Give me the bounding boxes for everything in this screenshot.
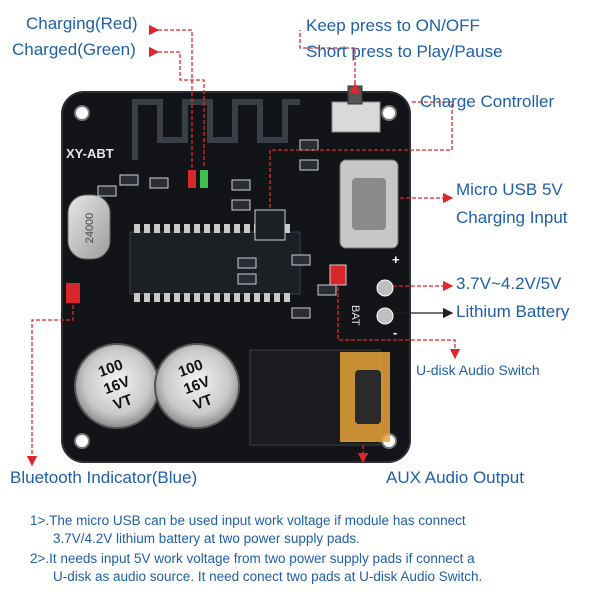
cap-left-brand: VT — [111, 391, 135, 414]
antenna-trace — [132, 99, 300, 160]
pad-plus-text: + — [392, 252, 400, 267]
power-switch — [331, 85, 381, 133]
charge-controller-label: Charge Controller — [420, 92, 555, 111]
micro-usb-port — [339, 159, 399, 249]
charge-controller-ic — [254, 209, 286, 241]
mounting-hole — [74, 105, 90, 121]
note-1-line-2: 3.7V/4.2V lithium battery at two power s… — [53, 531, 360, 546]
charging-led-red — [188, 170, 196, 188]
charged-green-label: Charged(Green) — [12, 40, 136, 59]
note-2-line-1: 2>.It needs input 5V work voltage from t… — [30, 551, 475, 566]
charging-red-label: Charging(Red) — [26, 14, 138, 33]
note-1-line-1: 1>.The micro USB can be used input work … — [30, 513, 466, 528]
capacitor-right: 100 16V VT — [154, 343, 240, 429]
battery-pads: + - BAT — [349, 252, 400, 340]
bat-text: BAT — [349, 305, 361, 326]
board-model-text: XY-ABT — [66, 146, 114, 161]
udisk-switch-pads — [329, 264, 347, 286]
short-press-label: Short press to Play/Pause — [306, 42, 503, 61]
crystal-label: 24000 — [84, 213, 96, 244]
capacitor-left: 100 16V VT — [74, 343, 160, 429]
aux-jack — [249, 349, 390, 446]
smd-components — [97, 139, 337, 319]
micro-usb-label-line2: Charging Input — [456, 208, 568, 227]
micro-usb-label-line1: Micro USB 5V — [456, 180, 563, 199]
note-2-line-2: U-disk as audio source. It need conect t… — [53, 569, 483, 584]
cap-right-brand: VT — [191, 391, 215, 414]
mounting-hole — [74, 433, 90, 449]
pcb-board: XY-ABT 24000 — [61, 85, 411, 463]
charged-led-green — [200, 170, 208, 188]
lithium-battery-label: Lithium Battery — [456, 302, 570, 321]
udisk-switch-label: U-disk Audio Switch — [416, 362, 540, 378]
crystal-oscillator: 24000 — [67, 194, 111, 260]
bluetooth-led — [66, 283, 80, 303]
mounting-hole — [381, 105, 397, 121]
voltage-label: 3.7V~4.2V/5V — [456, 274, 562, 293]
bluetooth-chip — [129, 224, 301, 302]
bluetooth-indicator-label: Bluetooth Indicator(Blue) — [10, 468, 198, 487]
pad-minus-text: - — [393, 325, 397, 340]
leader-lines — [26, 24, 461, 467]
keep-press-label: Keep press to ON/OFF — [306, 16, 480, 35]
aux-output-label: AUX Audio Output — [386, 468, 524, 487]
